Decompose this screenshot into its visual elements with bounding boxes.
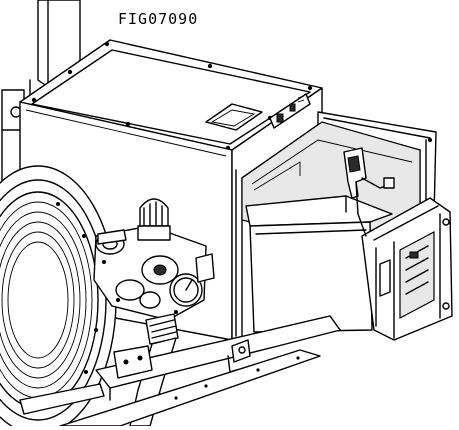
battery-tray — [245, 195, 393, 333]
battery-pack — [361, 197, 453, 341]
pump-valve-assembly — [93, 198, 215, 321]
figure-id-label: FIG07090 — [118, 10, 199, 28]
battery-connector — [343, 147, 395, 237]
chassis-frame — [19, 315, 341, 427]
